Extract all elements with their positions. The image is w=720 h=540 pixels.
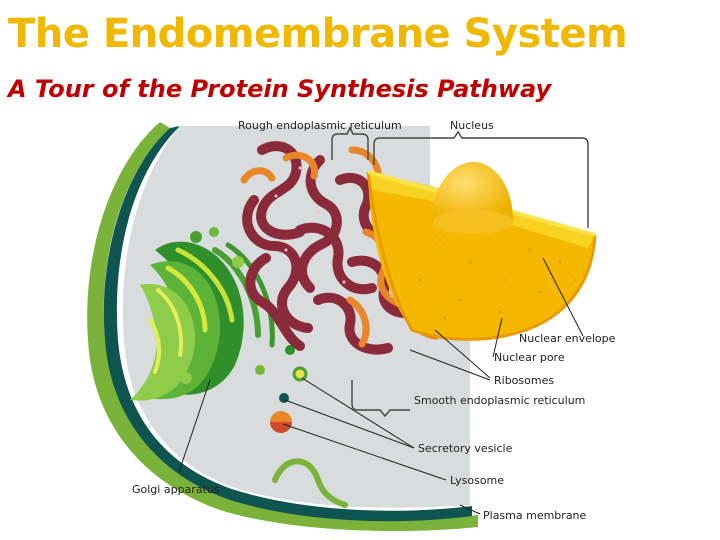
nucleus-brace bbox=[373, 130, 589, 228]
label-rough-er: Rough endoplasmic reticulum bbox=[238, 119, 402, 132]
label-nuclear-pore: Nuclear pore bbox=[494, 351, 565, 364]
label-plasma-membrane: Plasma membrane bbox=[483, 509, 587, 522]
label-nuclear-envelope: Nuclear envelope bbox=[519, 332, 616, 345]
smooth-er-brace bbox=[351, 380, 410, 418]
plasma-membrane-shape bbox=[87, 122, 478, 532]
label-secretory-vesicle: Secretory vesicle bbox=[418, 442, 513, 455]
label-nucleus: Nucleus bbox=[450, 119, 494, 132]
label-golgi: Golgi apparatus bbox=[132, 483, 220, 496]
page-title: The Endomembrane System bbox=[8, 11, 628, 57]
lysosome-shape bbox=[270, 411, 292, 433]
rough-er-brace bbox=[331, 126, 369, 160]
membrane-pocket bbox=[272, 458, 348, 508]
page-subtitle: A Tour of the Protein Synthesis Pathway bbox=[8, 75, 552, 103]
label-lysosome: Lysosome bbox=[450, 474, 504, 487]
label-ribosomes: Ribosomes bbox=[494, 374, 554, 387]
nucleolus-shape bbox=[432, 162, 513, 234]
leader-lines bbox=[178, 257, 584, 515]
label-smooth-er: Smooth endoplasmic reticulum bbox=[414, 394, 585, 407]
